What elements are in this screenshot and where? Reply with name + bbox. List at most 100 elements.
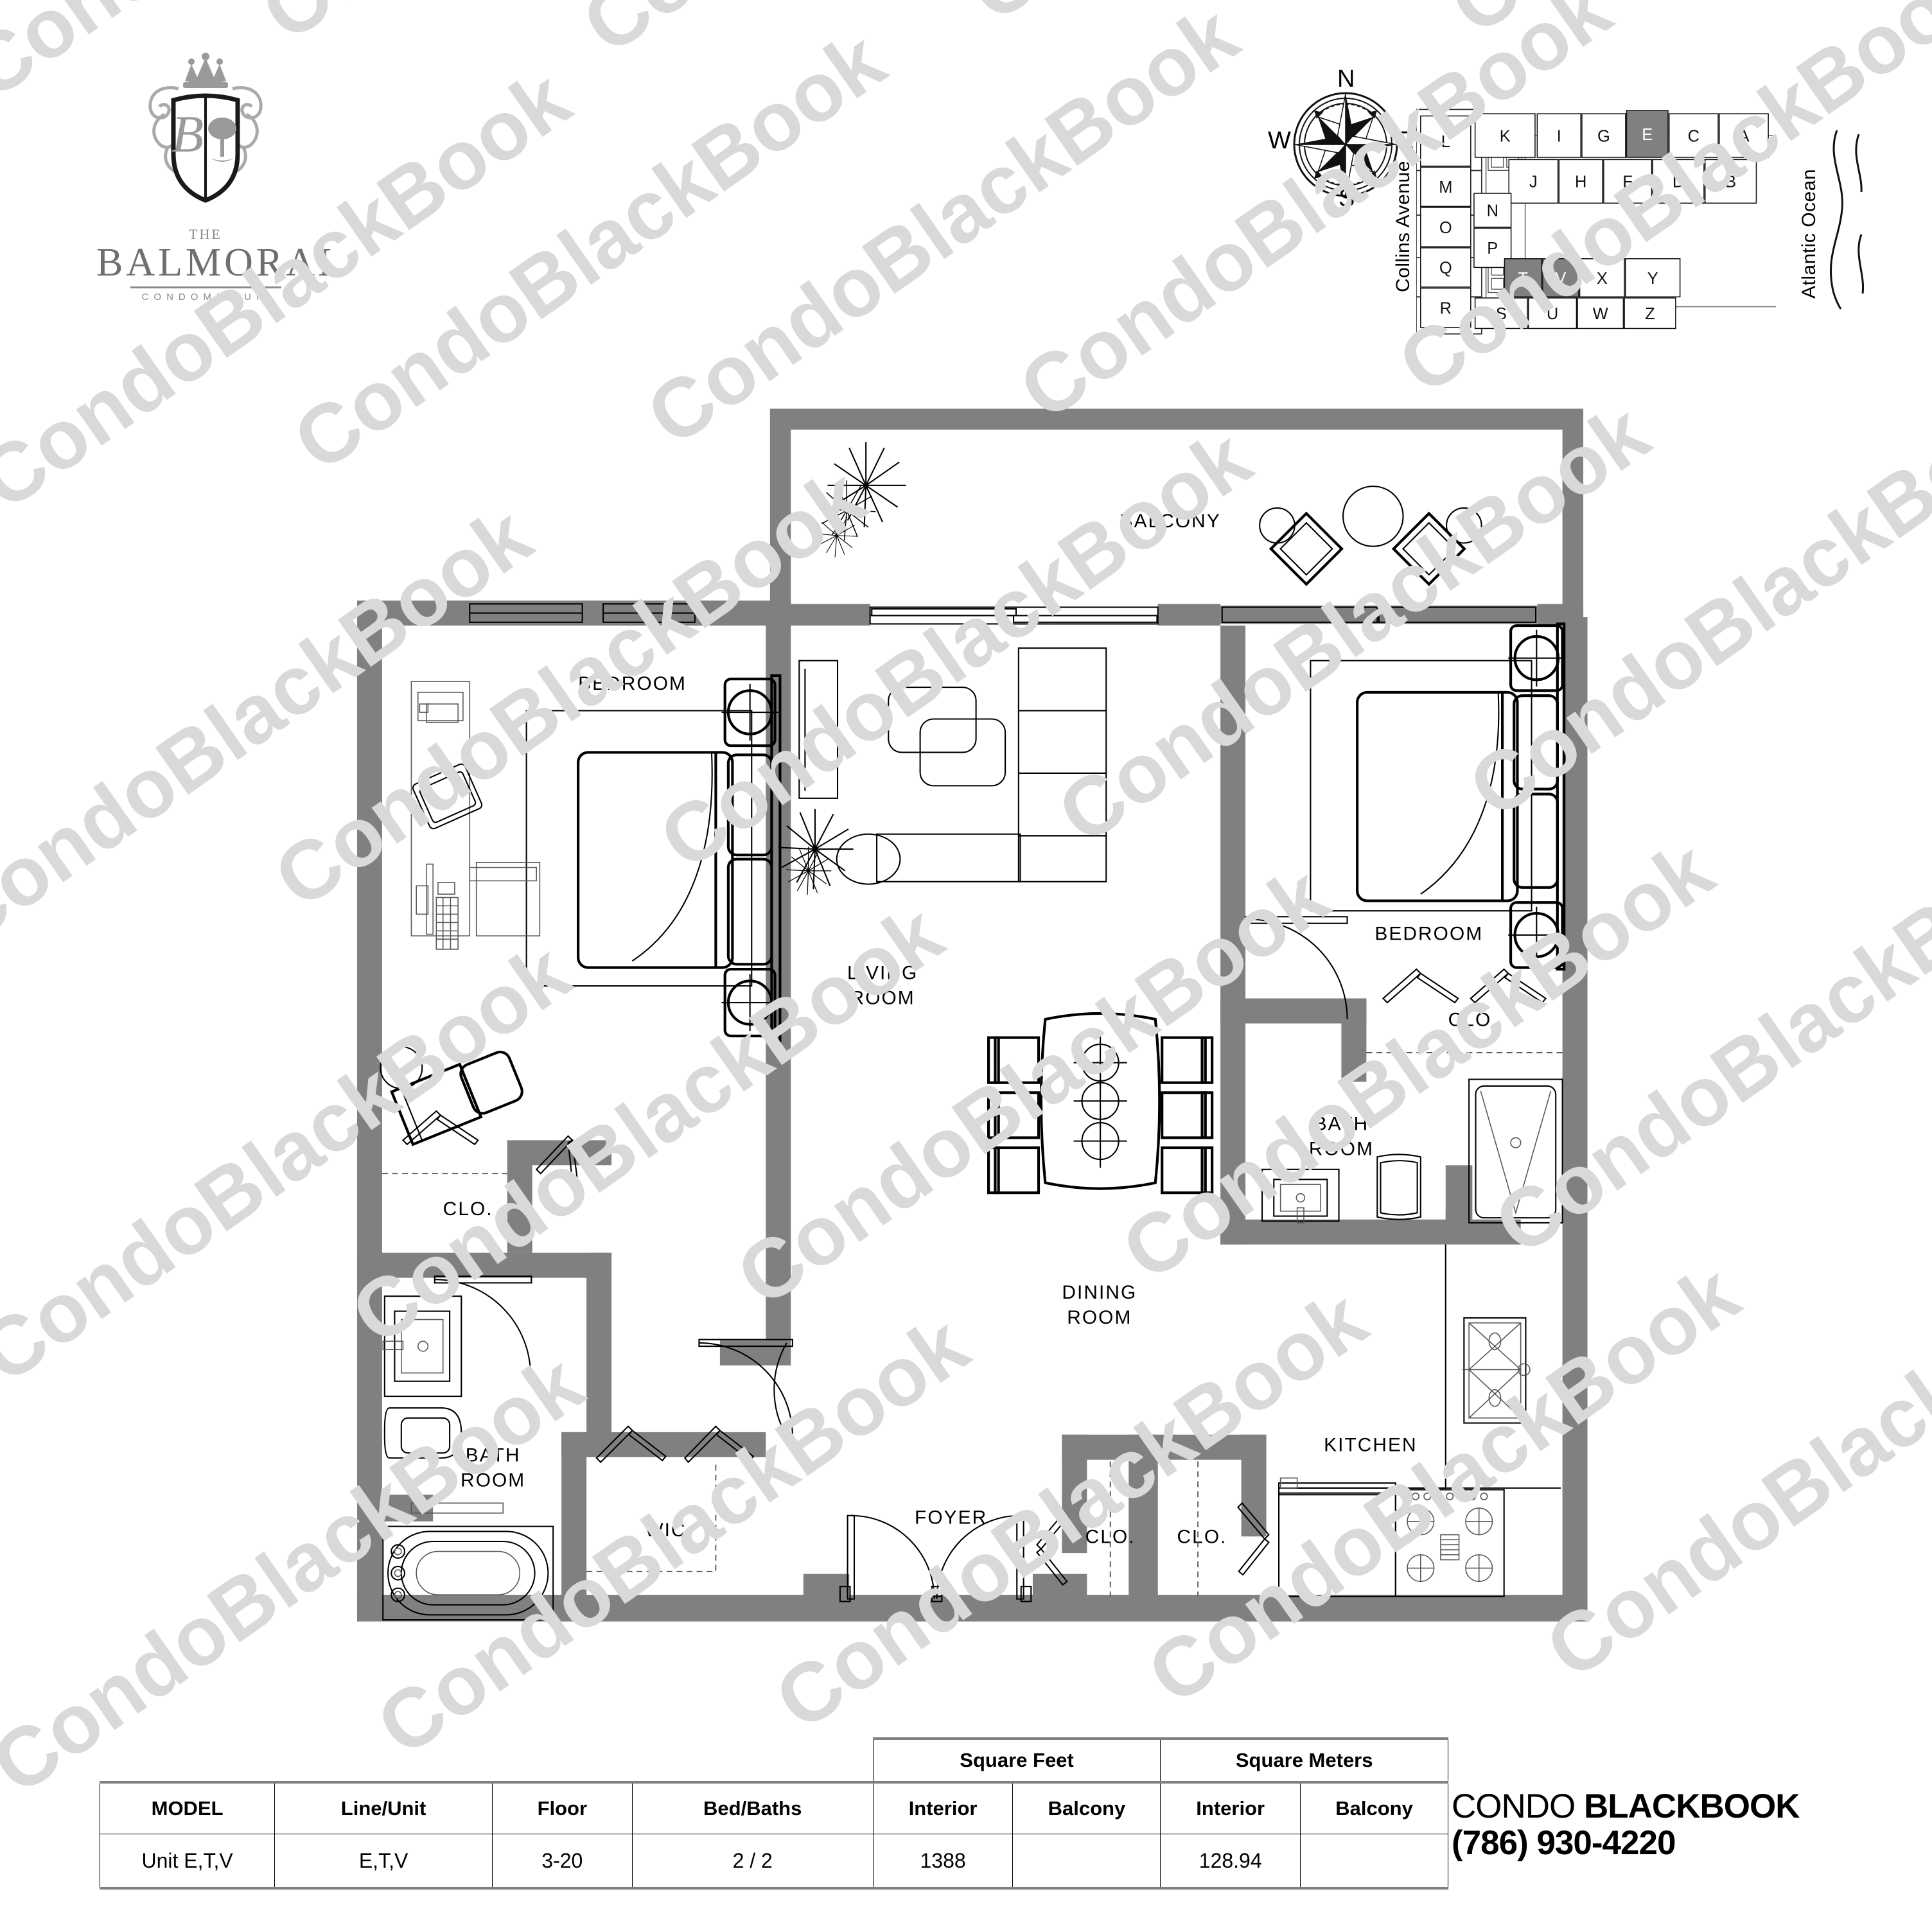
cell-model: Unit E,T,V xyxy=(99,1834,276,1890)
watermark-text: CondoBlackBook xyxy=(565,0,1191,73)
wic-bifold-doors xyxy=(595,1425,755,1464)
collins-avenue-label: Collins Avenue xyxy=(1392,161,1414,292)
kitchen-fixtures xyxy=(1278,1244,1561,1597)
balcony-furniture xyxy=(1259,486,1482,586)
unit-spec-table: Square Feet Square Meters MODEL Line/Uni… xyxy=(99,1737,1448,1890)
watermark-text: CondoBlackBook xyxy=(244,0,870,60)
label-wic: WIC xyxy=(645,1520,686,1541)
bedroom-right-furniture xyxy=(1310,622,1566,971)
cell-line-unit: E,T,V xyxy=(274,1834,493,1890)
svg-text:ROOM: ROOM xyxy=(850,988,915,1009)
compass-west-label: W xyxy=(1268,127,1291,154)
cell-floor: 3-20 xyxy=(491,1834,633,1890)
keymap-unit-A xyxy=(1718,113,1769,158)
brand-name-bold: BLACKBOOK xyxy=(1584,1787,1800,1825)
spacer-cell xyxy=(100,1739,275,1782)
logo-subtitle-text: CONDOMINIUM xyxy=(141,292,270,303)
closet-foyer-bifold-doors xyxy=(1035,1502,1270,1586)
keymap-unit-label-A: A xyxy=(1738,127,1749,145)
watermark-text: CondoBlackBook xyxy=(951,0,1576,40)
closet-right-bifold-doors xyxy=(1382,968,1547,1004)
keymap-unit-C xyxy=(1668,113,1719,158)
label-closet-foyer-2: CLO. xyxy=(1177,1527,1227,1548)
bathroom-right-fixtures xyxy=(1245,916,1563,1224)
bathroom-left-fixtures xyxy=(382,1275,554,1621)
keymap-unit-K xyxy=(1474,113,1536,158)
foyer-double-entry-doors xyxy=(839,1514,1032,1602)
keymap-unit-E xyxy=(1626,110,1669,158)
col-floor: Floor xyxy=(491,1781,633,1834)
col-line-unit: Line/Unit xyxy=(274,1781,493,1834)
label-foyer: FOYER xyxy=(915,1507,987,1529)
spec-table-header-row: MODEL Line/Unit Floor Bed/Baths Interior… xyxy=(99,1781,1448,1834)
keymap-unit-I xyxy=(1536,113,1582,158)
keymap-unit-label-T: T xyxy=(1518,270,1529,288)
keymap-unit-label-B: B xyxy=(1725,173,1736,191)
keymap-unit-label-I: I xyxy=(1557,127,1561,145)
compass-east-label: E xyxy=(1398,127,1414,154)
keymap-unit-N xyxy=(1473,193,1512,228)
floor-plan-drawing: .w { fill:#808080; } .th { fill:none; st… xyxy=(334,385,1631,1670)
cell-sf-balcony xyxy=(1012,1834,1161,1890)
keymap-unit-L xyxy=(1420,115,1471,167)
keymap-unit-B xyxy=(1704,159,1757,204)
compass-south-label: S xyxy=(1339,185,1355,212)
keymap-unit-T xyxy=(1504,258,1542,297)
svg-text:ROOM: ROOM xyxy=(1309,1139,1374,1160)
living-room-furniture xyxy=(778,647,1107,895)
label-balcony: BALCONY xyxy=(1120,511,1221,532)
label-bathroom-left: BATH xyxy=(466,1444,521,1466)
label-closet-right: CLO. xyxy=(1448,1009,1498,1030)
wic-hall-door xyxy=(698,1338,793,1437)
logo-the-text: THE xyxy=(189,226,222,242)
condo-blackbook-brand: CONDO BLACKBOOK (786) 930-4220 xyxy=(1452,1789,1901,1862)
label-living-room: LIVING xyxy=(847,963,918,984)
watermark-text: CondoBlackBook xyxy=(1432,0,1932,53)
keymap-unit-U xyxy=(1528,297,1577,329)
keymap-unit-Y xyxy=(1625,258,1681,297)
keymap-unit-label-R: R xyxy=(1440,300,1452,318)
crest-icon: B xyxy=(109,39,302,231)
keymap-unit-label-Q: Q xyxy=(1439,259,1452,277)
keymap-unit-label-S: S xyxy=(1496,305,1507,323)
label-dining-room: DINING xyxy=(1062,1282,1137,1303)
col-model: MODEL xyxy=(99,1781,276,1834)
col-sm-balcony: Balcony xyxy=(1300,1781,1448,1834)
keymap-unit-label-M: M xyxy=(1439,179,1452,197)
keymap-unit-label-L: L xyxy=(1441,133,1450,151)
label-closet-foyer-1: CLO. xyxy=(1085,1527,1136,1548)
label-bathroom-right: BATH xyxy=(1314,1114,1369,1135)
logo-name-text: BALMORAL xyxy=(96,241,346,285)
keymap-unit-Z xyxy=(1624,297,1676,329)
spec-table-group-header-row: Square Feet Square Meters xyxy=(100,1737,1448,1783)
keymap-unit-V xyxy=(1542,258,1579,297)
bath-left-corridor-door xyxy=(773,1342,787,1437)
label-closet-left: CLO. xyxy=(443,1198,493,1220)
compass-rose: N S W E xyxy=(1268,66,1419,218)
keymap-unit-O xyxy=(1420,207,1471,247)
keymap-unit-label-H: H xyxy=(1575,173,1586,191)
svg-text:ROOM: ROOM xyxy=(1067,1307,1132,1328)
keymap-unit-J xyxy=(1508,159,1559,204)
keymap-unit-label-W: W xyxy=(1593,305,1608,323)
bedroom-left-windows xyxy=(469,603,696,623)
keymap-unit-M xyxy=(1420,166,1471,207)
svg-text:B: B xyxy=(171,105,204,163)
logo-divider xyxy=(130,286,281,288)
keymap-unit-X xyxy=(1579,258,1625,297)
keymap-unit-D xyxy=(1652,159,1705,204)
keymap-unit-label-G: G xyxy=(1597,127,1610,145)
keymap-unit-label-J: J xyxy=(1529,173,1538,191)
col-sm-interior: Interior xyxy=(1160,1781,1301,1834)
balcony-plant xyxy=(816,442,906,557)
spacer-cell xyxy=(275,1739,493,1782)
atlantic-ocean-label: Atlantic Ocean xyxy=(1798,168,1820,299)
keymap-unit-label-U: U xyxy=(1547,305,1558,323)
cell-sf-interior: 1388 xyxy=(872,1834,1014,1890)
keymap-unit-F xyxy=(1603,159,1653,204)
keymap-unit-label-F: F xyxy=(1622,173,1633,191)
closet-left-bifold-doors xyxy=(401,1110,579,1189)
keymap-unit-label-X: X xyxy=(1597,270,1608,288)
bedroom-left-furniture xyxy=(380,674,782,1146)
